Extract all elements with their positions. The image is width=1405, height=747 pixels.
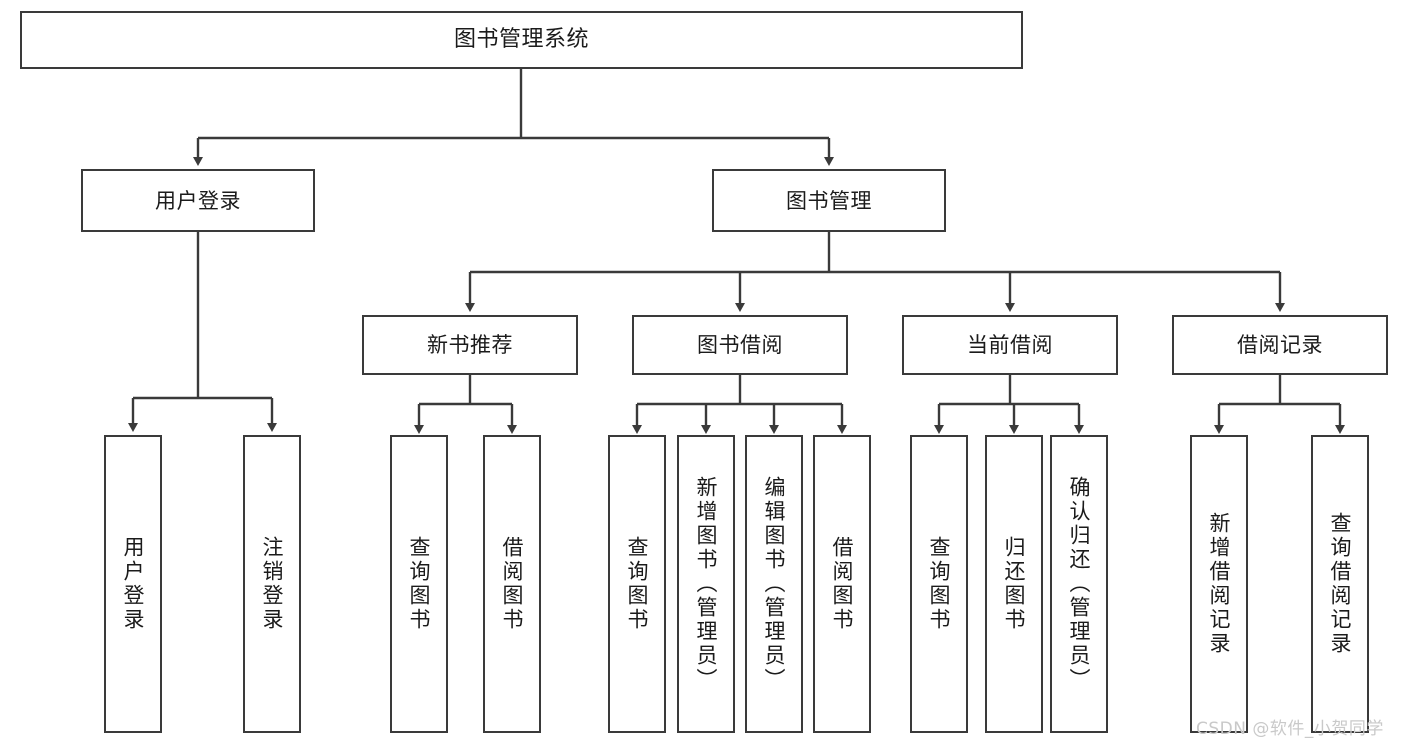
node-leaf-borrow-book-2[interactable]: 借阅图书 — [813, 435, 871, 733]
node-leaf-add-record[interactable]: 新增借阅记录 — [1190, 435, 1248, 733]
node-root-label: 图书管理系统 — [453, 27, 589, 52]
node-leaf-edit-book-label: 编辑图书（管理员） — [762, 476, 786, 692]
node-leaf-user-login[interactable]: 用户登录 — [104, 435, 162, 733]
node-borrow-record[interactable]: 借阅记录 — [1172, 315, 1388, 375]
node-leaf-borrow-book-2-label: 借阅图书 — [830, 536, 854, 632]
node-current-borrow[interactable]: 当前借阅 — [902, 315, 1118, 375]
node-user-login[interactable]: 用户登录 — [81, 169, 315, 232]
node-leaf-borrow-book-1-label: 借阅图书 — [500, 536, 524, 632]
node-user-login-label: 用户登录 — [155, 188, 241, 213]
node-leaf-borrow-book-1[interactable]: 借阅图书 — [483, 435, 541, 733]
node-leaf-query-book-2[interactable]: 查询图书 — [608, 435, 666, 733]
node-book-borrow[interactable]: 图书借阅 — [632, 315, 848, 375]
node-leaf-logout[interactable]: 注销登录 — [243, 435, 301, 733]
node-leaf-logout-label: 注销登录 — [260, 536, 284, 632]
watermark: CSDN @软件_小贺同学 — [1196, 719, 1384, 739]
node-leaf-query-book-3-label: 查询图书 — [927, 536, 951, 632]
node-new-book-recommend[interactable]: 新书推荐 — [362, 315, 578, 375]
node-leaf-query-book-3[interactable]: 查询图书 — [910, 435, 968, 733]
node-leaf-confirm-return-label: 确认归还（管理员） — [1067, 476, 1091, 692]
node-leaf-user-login-label: 用户登录 — [121, 536, 145, 632]
node-leaf-query-book-1[interactable]: 查询图书 — [390, 435, 448, 733]
node-root[interactable]: 图书管理系统 — [20, 11, 1023, 69]
node-leaf-query-book-2-label: 查询图书 — [625, 536, 649, 632]
node-borrow-record-label: 借阅记录 — [1237, 333, 1323, 357]
node-leaf-query-record[interactable]: 查询借阅记录 — [1311, 435, 1369, 733]
node-leaf-query-record-label: 查询借阅记录 — [1328, 512, 1352, 656]
node-leaf-return-book-label: 归还图书 — [1002, 536, 1026, 632]
node-book-manage[interactable]: 图书管理 — [712, 169, 946, 232]
node-leaf-add-record-label: 新增借阅记录 — [1207, 512, 1231, 656]
node-leaf-add-book[interactable]: 新增图书（管理员） — [677, 435, 735, 733]
node-leaf-confirm-return[interactable]: 确认归还（管理员） — [1050, 435, 1108, 733]
node-leaf-query-book-1-label: 查询图书 — [407, 536, 431, 632]
node-leaf-add-book-label: 新增图书（管理员） — [694, 476, 718, 692]
node-book-borrow-label: 图书借阅 — [697, 333, 783, 357]
node-leaf-edit-book[interactable]: 编辑图书（管理员） — [745, 435, 803, 733]
node-new-book-recommend-label: 新书推荐 — [427, 333, 513, 357]
node-book-manage-label: 图书管理 — [786, 188, 872, 213]
node-leaf-return-book[interactable]: 归还图书 — [985, 435, 1043, 733]
node-current-borrow-label: 当前借阅 — [967, 333, 1053, 357]
